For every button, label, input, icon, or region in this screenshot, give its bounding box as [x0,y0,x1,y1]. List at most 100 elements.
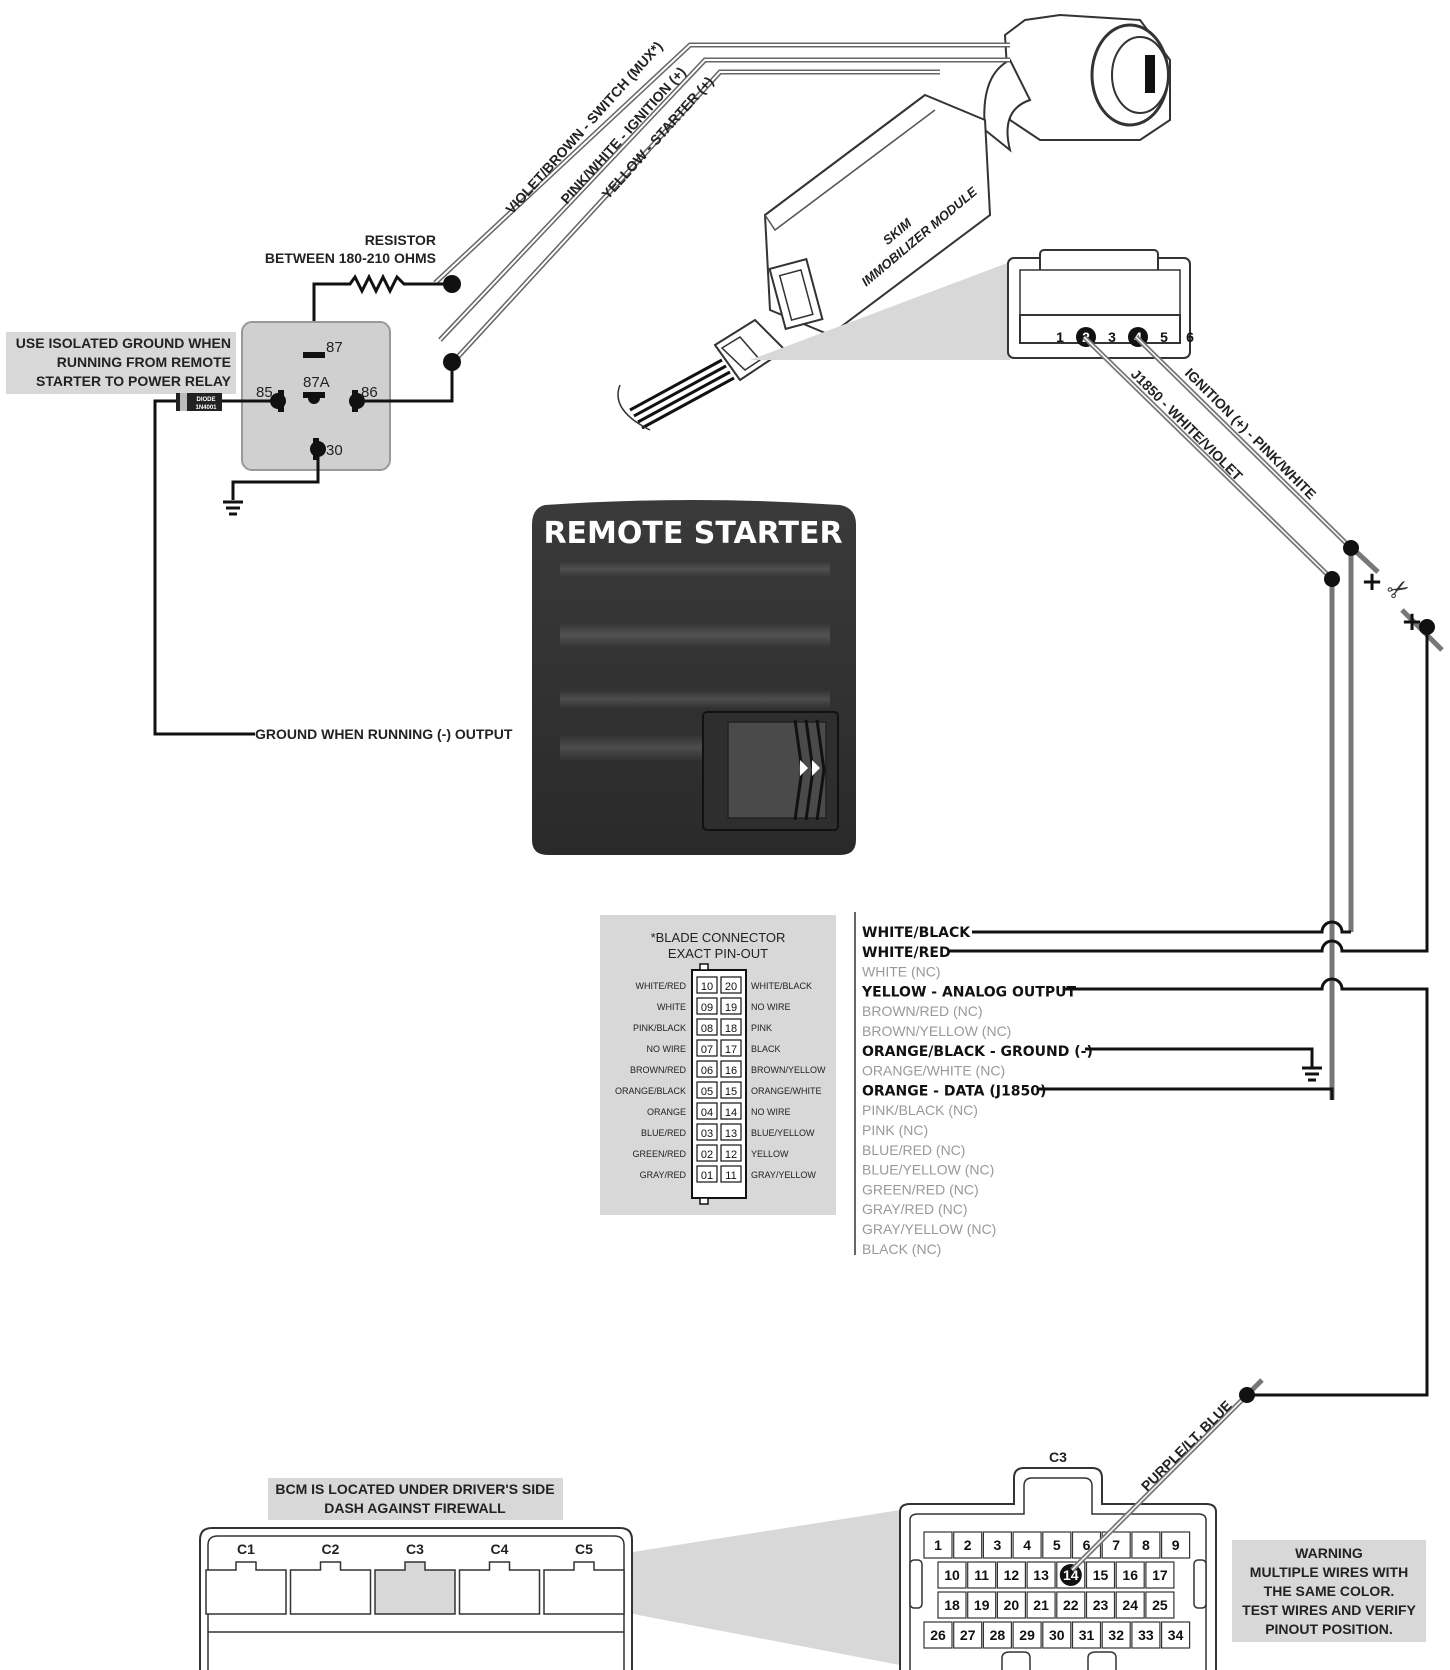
j1850-splice [1324,571,1340,587]
relay-pin-30: 30 [326,442,343,459]
c3-pin-label: 11 [974,1567,989,1583]
cut-plus-2: + [1401,607,1423,637]
blade-cell [720,976,742,994]
harness-wires [948,627,1429,1397]
bcm-connector-shape [458,1561,541,1615]
blade-cell [720,1018,742,1036]
resistor-label-1: RESISTOR [365,232,436,248]
c3-pin-label: 31 [1079,1627,1095,1643]
ground-symbol-harness [1302,1066,1322,1082]
c3-pin-cell [967,1591,997,1619]
c3-pin-cell [996,1561,1027,1589]
c3-pin-cell [1085,1561,1116,1589]
isolated-note-3: STARTER TO POWER RELAY [36,373,232,389]
blade-pin-a: 01 [701,1170,713,1182]
harness-wire-label: YELLOW - ANALOG OUTPUT [861,984,1076,1000]
relay-pin-87: 87 [326,339,343,356]
c3-pin-label: 26 [930,1627,946,1643]
c3-pin: 25 [1145,1591,1175,1619]
blade-pin-a: 06 [701,1065,713,1077]
bcm-connector-shape [289,1561,372,1615]
c3-pin-label: 27 [960,1627,976,1643]
bcm-connector: C2 [289,1541,372,1615]
bcm-connector: C5 [543,1541,625,1615]
c3-pin-label: 1 [934,1537,942,1553]
c3-pin-label: 34 [1168,1627,1184,1643]
blade-right-label: YELLOW [751,1149,789,1159]
blade-right-label: PINK [751,1023,772,1033]
blade-cell [696,1165,718,1183]
blade-cell [720,1039,742,1057]
c3-pin-label: 32 [1108,1627,1124,1643]
c3-pin-cell [1056,1591,1086,1619]
c3-pin-label: 8 [1142,1537,1150,1553]
resistor-splice [443,275,461,293]
skim-projection [750,262,1010,360]
blade-pin-b: 12 [725,1149,737,1161]
blade-pin-a: 07 [701,1044,713,1056]
c3-pin-cell [996,1591,1027,1619]
skim-plug [617,318,787,431]
c3-pin: 33 [1131,1621,1161,1649]
c3-pin-cell [937,1561,967,1589]
bcm-connector-label: C3 [406,1541,424,1557]
remote-starter-title: REMOTE STARTER [543,516,842,551]
blade-pin-a: 04 [701,1107,713,1119]
warning-2: MULTIPLE WIRES WITH [1250,1564,1408,1580]
skim-pin-label: 5 [1160,329,1168,345]
blade-cell [720,1060,742,1078]
harness-wire-label: WHITE (NC) [862,964,941,980]
skim-pin: 3 [1108,329,1116,345]
blade-cell [720,1165,742,1183]
label-purple: PURPLE/LT. BLUE [1138,1397,1235,1494]
c3-pin-label: 5 [1053,1537,1061,1553]
c3-pin-label: 30 [1049,1627,1065,1643]
c3-pin: 9 [1160,1531,1191,1559]
c3-pin-cell [1145,1561,1175,1589]
scissors-icon: ✂ [1382,571,1416,608]
skim-pin-label: 3 [1108,329,1116,345]
blade-left-label: ORANGE [647,1107,686,1117]
c3-pin-cell [1085,1591,1116,1619]
blade-cell [696,1144,718,1162]
c3-pin-label: 14 [1063,1567,1079,1583]
bcm-connector-label: C5 [575,1541,593,1557]
bcm-projection [455,1510,900,1665]
blade-cell [720,1081,742,1099]
blade-left-label: ORANGE/BLACK [615,1086,686,1096]
blade-pin-b: 17 [725,1044,737,1056]
blade-left-label: GREEN/RED [632,1149,686,1159]
c3-pin-cell [1042,1621,1072,1649]
c3-pin-label: 21 [1033,1597,1049,1613]
blade-right-label: ORANGE/WHITE [751,1086,822,1096]
harness-wire-label: BLUE/YELLOW (NC) [862,1162,994,1178]
skim-pin-label: 1 [1056,329,1064,345]
blade-pin-a: 02 [701,1149,713,1161]
bcm-connector: C4 [458,1541,541,1615]
bcm-note-1: BCM IS LOCATED UNDER DRIVER'S SIDE [275,1481,554,1497]
c3-pin: 21 [1026,1591,1056,1619]
blade-pin-b: 13 [725,1128,737,1140]
c3-pin: 14 [1056,1561,1086,1589]
c3-pin-cell [1115,1561,1145,1589]
wire-orange-black [1085,1047,1314,1067]
warning-box [1232,1540,1426,1642]
remote-starter-unit: REMOTE STARTER [532,500,856,855]
c3-pin: 28 [982,1621,1013,1649]
harness-wire-label: GRAY/RED (NC) [862,1201,968,1217]
c3-pin-cell [982,1531,1013,1559]
bcm-note [268,1478,563,1520]
blade-left-label: NO WIRE [647,1044,687,1054]
c3-pin-label: 24 [1122,1597,1138,1613]
c3-pin: 18 [937,1591,967,1619]
blade-pin-b: 18 [725,1023,737,1035]
c3-pin-label: 7 [1112,1537,1120,1553]
c3-pin-cell [982,1621,1013,1649]
c3-pin-label: 33 [1138,1627,1154,1643]
